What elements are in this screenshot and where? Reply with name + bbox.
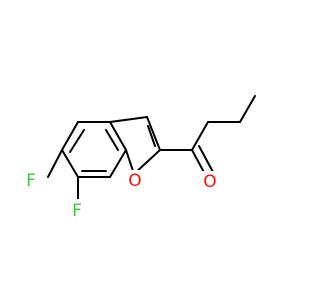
bond-c5-c6-double-inner bbox=[69, 129, 85, 153]
bond-c7a-c3a-double-inner bbox=[105, 129, 119, 151]
bond-c3a-c3 bbox=[109, 116, 148, 123]
bond-c5-c6 bbox=[61, 149, 79, 178]
atom-labels: F F O O bbox=[22, 170, 218, 221]
bond-c7a-c3a bbox=[109, 121, 127, 151]
bond-c6-f bbox=[47, 149, 63, 178]
bond-carbonyl-o-double bbox=[198, 145, 214, 173]
bond-ch2-ch3 bbox=[239, 95, 256, 123]
fluorine-label-bottom: F bbox=[72, 201, 82, 221]
bond-c3-c2-double-inner bbox=[147, 125, 156, 147]
bond-c3-c2 bbox=[146, 116, 161, 151]
carbonyl-oxygen-label: O bbox=[203, 172, 216, 192]
fluorine-label-top: F bbox=[26, 171, 36, 191]
bond-carbonyl-ch2 bbox=[191, 121, 209, 151]
bond-c4-c5 bbox=[61, 121, 79, 151]
molecule-drawing: F F O O bbox=[22, 95, 256, 221]
ring-oxygen-label: O bbox=[128, 171, 141, 191]
bonds bbox=[47, 95, 256, 206]
bond-c7-c7a bbox=[109, 149, 127, 178]
structure-canvas: F F O O bbox=[22, 95, 256, 221]
